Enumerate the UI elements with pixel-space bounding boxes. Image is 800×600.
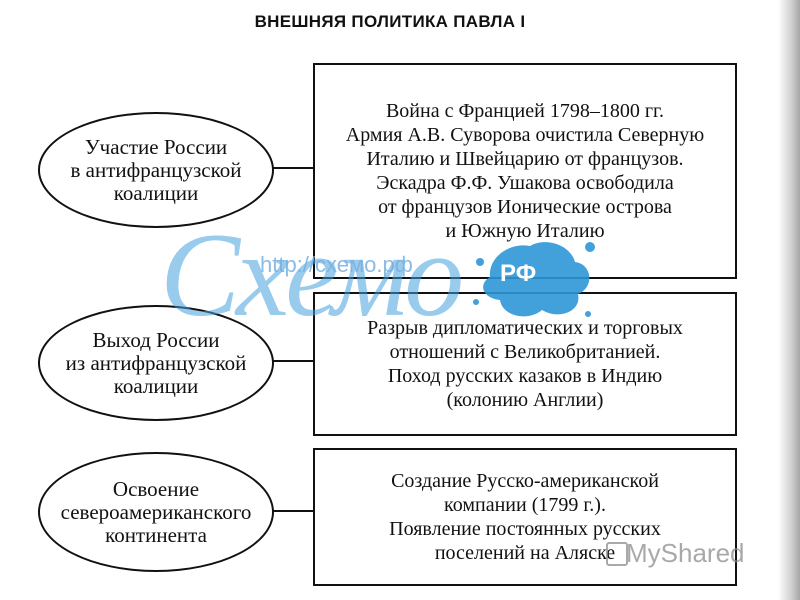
detail-text-3: Создание Русско-американской компании (1… [389, 470, 661, 564]
watermark-splash-icon [473, 242, 595, 317]
myshared-logo-icon [606, 542, 628, 566]
slide-edge-shadow [778, 0, 800, 600]
topic-label-2: Выход России из антифранцузской коалиции [65, 327, 247, 398]
topic-label-3: Освоение североамериканского континента [60, 476, 252, 547]
detail-text-2: Разрыв дипломатических и торговых отноше… [367, 317, 683, 411]
topic-ellipse-1: Участие России в антифранцузской коалици… [38, 112, 274, 228]
connector-1 [272, 167, 314, 169]
connector-3 [272, 510, 314, 512]
topic-ellipse-3: Освоение североамериканского континента [38, 452, 274, 572]
topic-ellipse-2: Выход России из антифранцузской коалиции [38, 305, 274, 421]
watermark-badge: РФ [500, 260, 537, 287]
detail-text-1: Война с Францией 1798–1800 гг. Армия А.В… [345, 100, 705, 242]
connector-2 [272, 360, 314, 362]
footer-watermark: MyShared [626, 538, 745, 568]
topic-label-1: Участие России в антифранцузской коалици… [70, 134, 242, 205]
watermark-logo: Схемо [160, 208, 464, 341]
diagram-title: ВНЕШНЯЯ ПОЛИТИКА ПАВЛА I [254, 12, 526, 31]
detail-box-3: Создание Русско-американской компании (1… [313, 448, 737, 586]
watermark-url: http://схемо.рф [260, 252, 413, 277]
detail-box-1: Война с Францией 1798–1800 гг. Армия А.В… [313, 63, 737, 279]
